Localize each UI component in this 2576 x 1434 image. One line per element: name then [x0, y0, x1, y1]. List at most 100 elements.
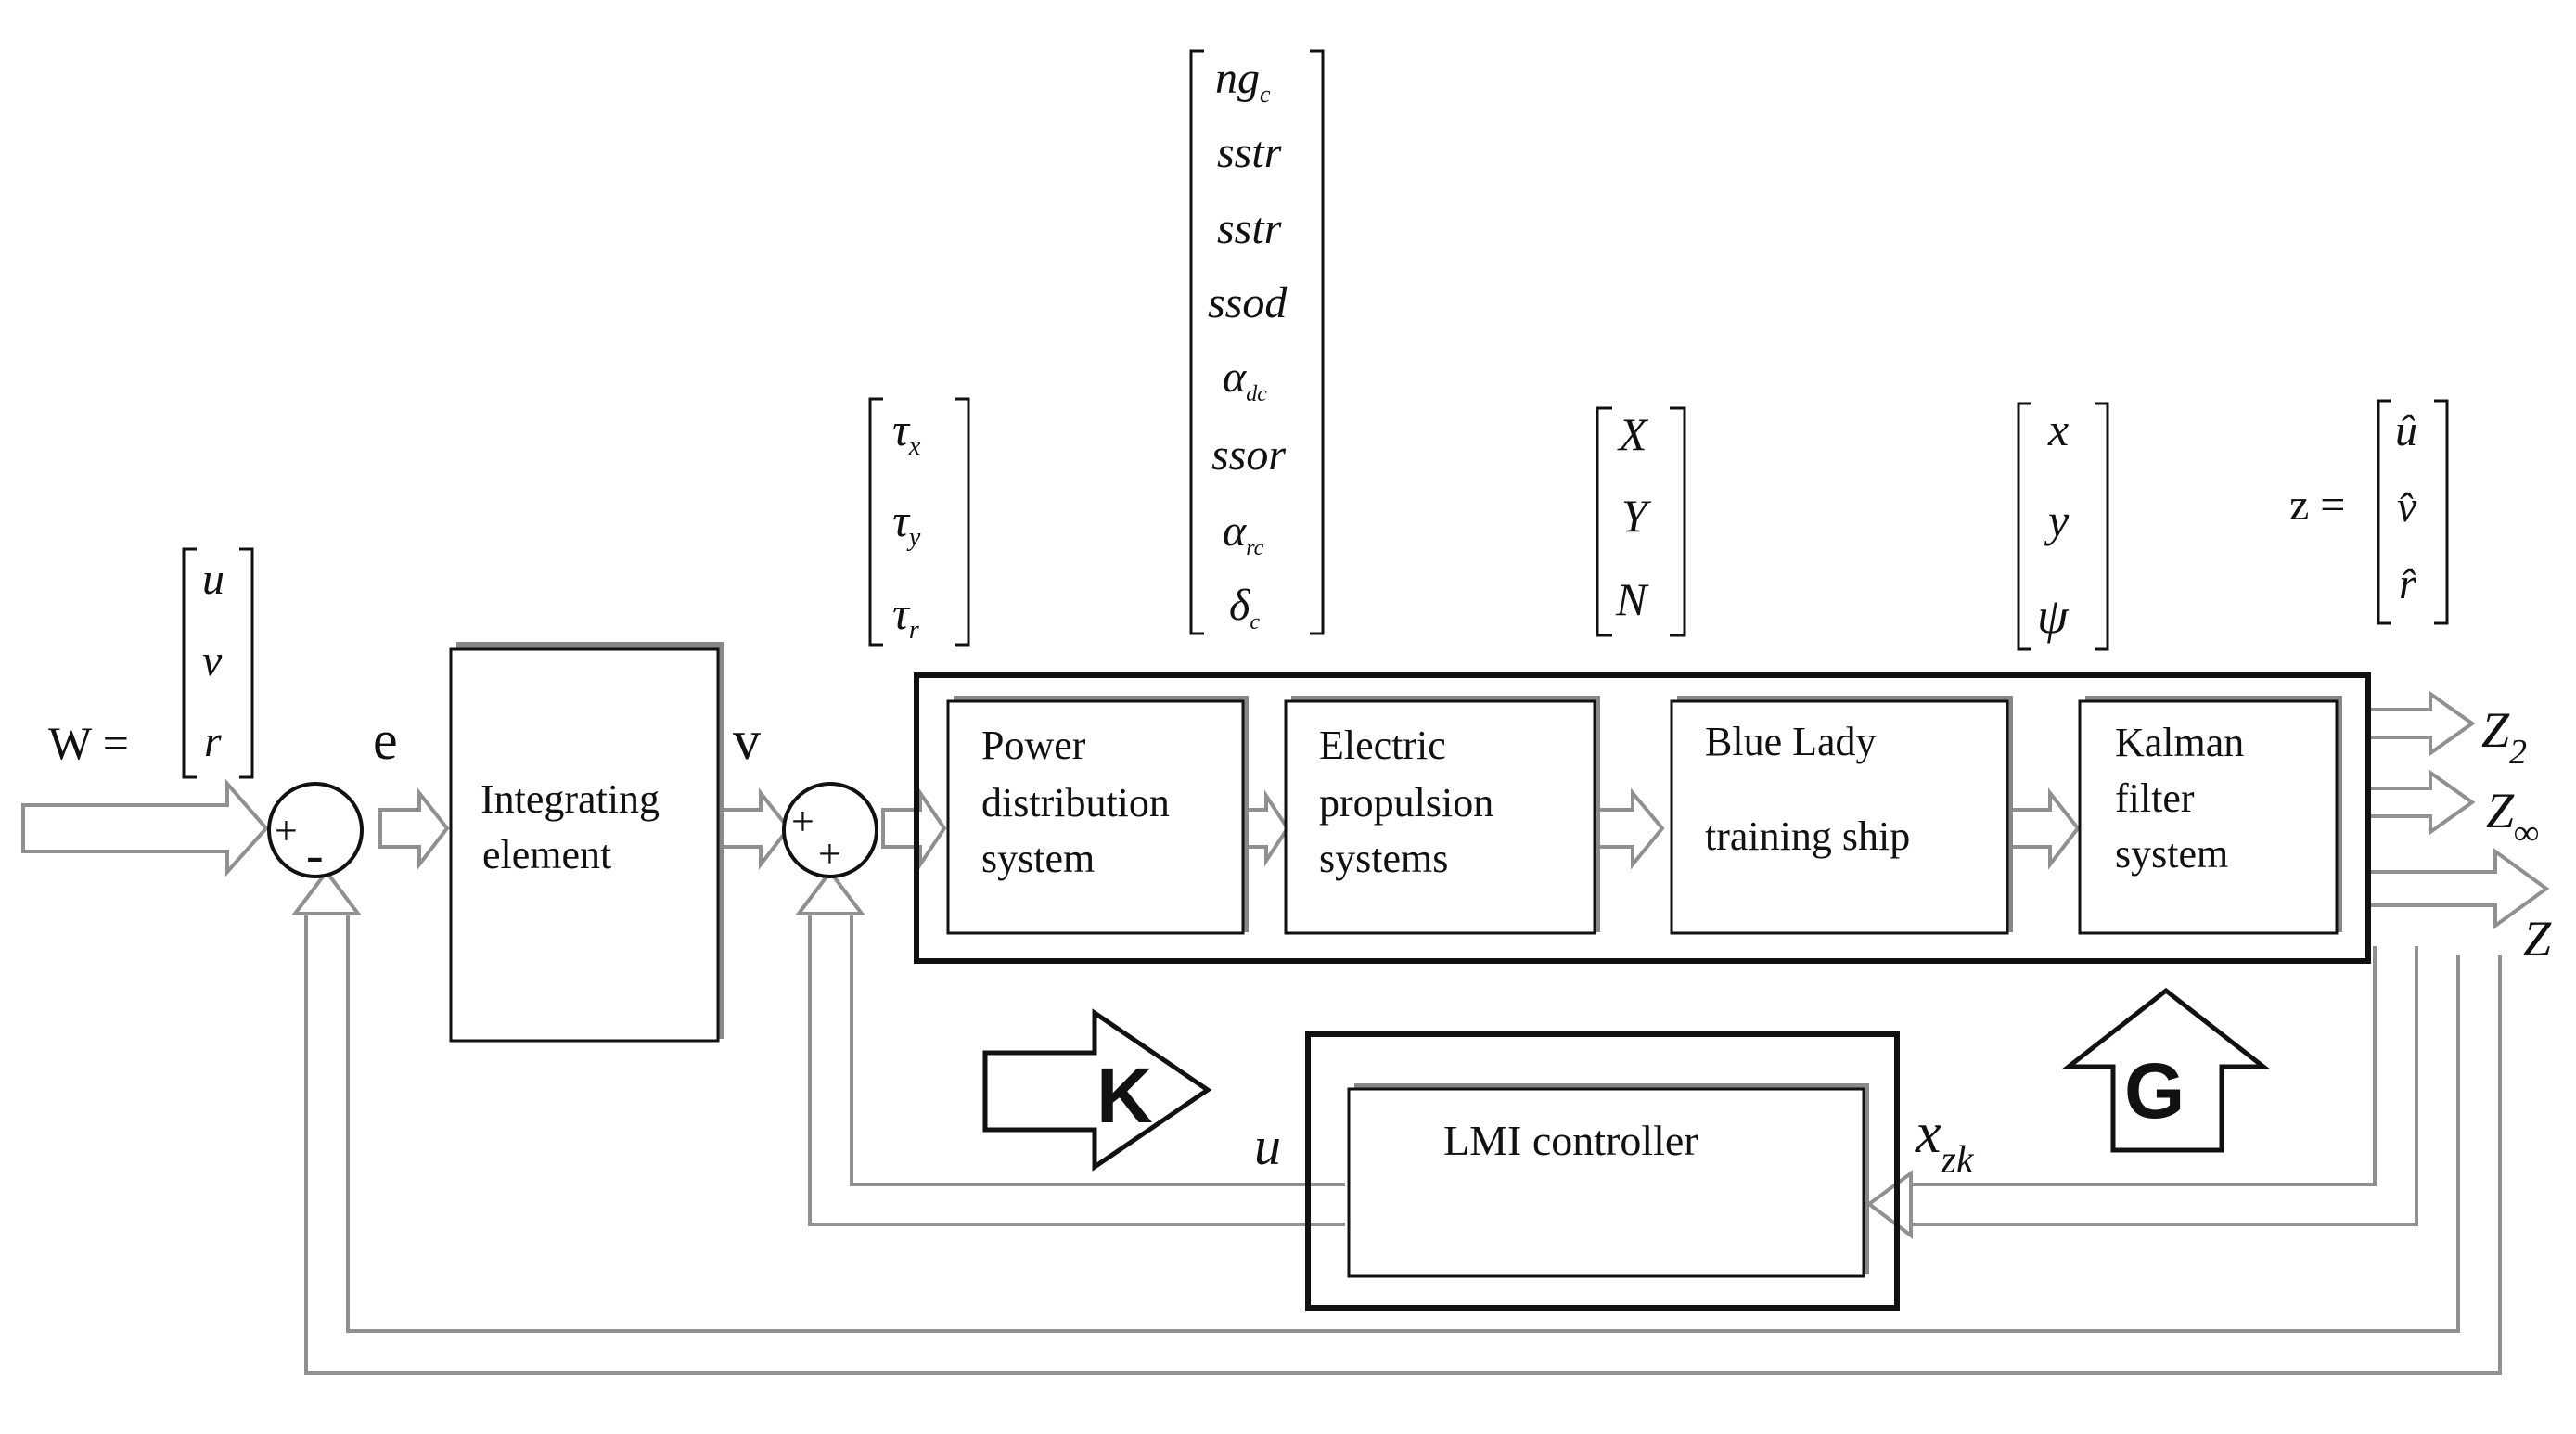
output-z-label: Z	[2523, 911, 2552, 967]
input-label: W =	[48, 717, 129, 769]
tau-sub: y	[906, 523, 921, 552]
actuator-vector: ngc sstr sstr ssod αdc ssor αrc δc	[1189, 49, 1325, 635]
svg-text:sstr: sstr	[1217, 128, 1282, 177]
svg-text:Z2: Z2	[2481, 702, 2527, 772]
output-zinf-symbol: Z	[2486, 783, 2515, 839]
force-vector: X Y N	[1596, 406, 1686, 637]
arrow-electric-ship	[1596, 787, 1665, 870]
signal-xzk-symbol: x	[1915, 1102, 1942, 1165]
kalman-block-line: filter	[2115, 775, 2195, 821]
actuator-symbol: δ	[1229, 581, 1250, 630]
gain-g-arrow	[2061, 987, 2271, 1153]
gain-g-label: G	[2124, 1047, 2185, 1134]
gain-k-arrow	[982, 1008, 1212, 1172]
actuator-symbol: ssod	[1208, 278, 1288, 327]
position-item: x	[2047, 403, 2069, 455]
arrow-zinf	[2365, 769, 2476, 836]
force-item: X	[1617, 408, 1649, 460]
estimate-item: û	[2395, 406, 2417, 455]
actuator-sub: c	[1250, 610, 1260, 634]
svg-text:Z∞: Z∞	[2486, 783, 2539, 852]
signal-v-label: v	[733, 710, 761, 771]
integrating-block-line: Integrating	[481, 776, 660, 822]
electric-block	[1284, 699, 1596, 935]
power-block-line: Power	[981, 723, 1086, 768]
actuator-sub: rc	[1246, 536, 1263, 560]
signal-e-label: e	[373, 710, 398, 771]
position-item: ψ	[2037, 588, 2070, 644]
estimate-item: r̂	[2399, 559, 2416, 608]
signal-xzk-sub: zk	[1941, 1139, 1975, 1182]
arrowhead-sum2-feedback	[794, 868, 866, 915]
kalman-block-line: system	[2115, 831, 2228, 877]
tau-symbol: τ	[892, 587, 911, 639]
position-vector: x y ψ	[2017, 402, 2109, 651]
input-vector-item: v	[202, 636, 223, 685]
svg-text:τr: τr	[892, 587, 919, 645]
estimate-item: v̂	[2397, 482, 2417, 531]
ship-block-line: training ship	[1705, 813, 1910, 859]
z-feedback-inner	[346, 904, 2460, 1333]
input-vector-item: u	[202, 555, 224, 604]
input-vector: u v r	[182, 547, 254, 779]
arrowhead-sum1-feedback	[290, 868, 363, 915]
lmi-enclosure	[1305, 1031, 1900, 1311]
forward-arrows	[21, 690, 2550, 929]
actuator-symbol: ssor	[1211, 430, 1286, 480]
arrow-z	[2365, 848, 2550, 929]
xzk-feedback-outer	[1911, 946, 2418, 1226]
output-z2-symbol: Z	[2481, 702, 2510, 758]
svg-text:τy: τy	[892, 494, 921, 552]
actuator-symbol: α	[1223, 352, 1247, 402]
tau-symbol: τ	[892, 494, 911, 546]
actuator-symbol: sstr	[1217, 204, 1282, 253]
actuator-symbol: ng	[1215, 54, 1260, 103]
svg-text:δc: δc	[1229, 581, 1260, 634]
z-vector-label: z =	[2289, 480, 2345, 530]
feedback-paths	[304, 904, 2502, 1375]
sum2-plus-bottom: +	[818, 831, 841, 877]
svg-text:ssod: ssod	[1208, 278, 1288, 327]
output-z2-sub: 2	[2509, 733, 2527, 772]
actuator-symbol: sstr	[1217, 128, 1282, 177]
arrow-power-electric	[1241, 789, 1290, 867]
power-block-line: distribution	[981, 780, 1170, 826]
signal-u-label: u	[1254, 1116, 1281, 1176]
tau-vector: τx τy τr	[868, 397, 970, 647]
xzk-feedback-inner	[1911, 946, 2377, 1186]
sum-junction-1	[267, 782, 364, 878]
tau-sub: x	[908, 432, 921, 461]
svg-text:αrc: αrc	[1223, 506, 1264, 560]
arrow-w-input	[21, 778, 269, 877]
sum2-plus-top: +	[791, 799, 814, 844]
plant-enclosure	[914, 672, 2371, 964]
u-feedback-outer	[808, 904, 1345, 1226]
electric-block-line: propulsion	[1319, 780, 1493, 826]
actuator-sub: c	[1260, 81, 1271, 108]
sum-junction-2	[782, 782, 878, 878]
actuator-symbol: α	[1223, 506, 1247, 556]
arrowhead-lmi-feedback	[1865, 1170, 1913, 1240]
svg-text:sstr: sstr	[1217, 204, 1282, 253]
input-vector-item: r	[204, 717, 222, 766]
arrow-z2	[2365, 690, 2476, 757]
arrow-v	[720, 787, 791, 870]
estimate-vector: û v̂ r̂	[2377, 399, 2449, 625]
force-item: N	[1615, 573, 1649, 625]
sum1-plus: +	[275, 808, 298, 853]
power-block	[946, 699, 1245, 935]
arrow-ship-kalman	[2009, 787, 2081, 870]
sum1-minus: -	[306, 826, 324, 884]
output-zinf-sub: ∞	[2514, 813, 2539, 852]
power-block-line: system	[981, 836, 1095, 881]
integrating-block-line: element	[482, 832, 611, 877]
svg-text:xzk: xzk	[1915, 1102, 1975, 1182]
force-item: Y	[1621, 490, 1652, 542]
z-feedback-outer	[304, 904, 2502, 1375]
kalman-block	[2078, 699, 2339, 935]
svg-text:ssor: ssor	[1211, 430, 1286, 480]
ship-block-line: Blue Lady	[1705, 719, 1877, 764]
kalman-block-line: Kalman	[2115, 720, 2244, 765]
u-feedback-inner	[850, 904, 1345, 1186]
svg-text:τx: τx	[892, 403, 921, 461]
